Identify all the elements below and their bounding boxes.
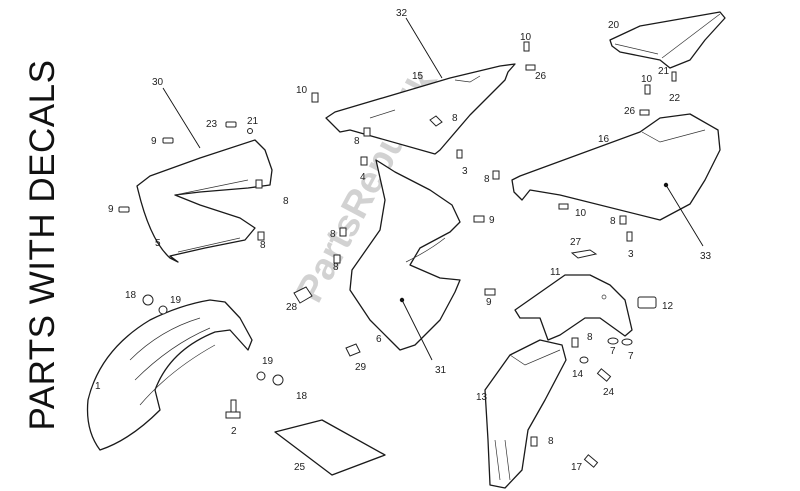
label-14: 14: [572, 369, 584, 380]
label-19: 19: [262, 356, 274, 367]
label-28: 28: [286, 302, 298, 313]
label-8: 8: [452, 113, 458, 124]
label-5: 5: [155, 238, 161, 249]
label-25: 25: [294, 462, 306, 473]
part-right-fairing[interactable]: [349, 159, 461, 351]
label-8: 8: [587, 332, 593, 343]
part-rubber-pad[interactable]: [293, 286, 313, 304]
label-31: 31: [435, 365, 447, 376]
label-33: 33: [700, 251, 712, 262]
label-8: 8: [333, 262, 339, 273]
label-8: 8: [354, 136, 360, 147]
label-8: 8: [330, 229, 336, 240]
part-decal-sheet[interactable]: [274, 419, 386, 476]
hardware-fasteners: [118, 41, 677, 468]
part-left-fairing[interactable]: [136, 139, 273, 263]
label-16: 16: [598, 134, 610, 145]
label-1: 1: [95, 381, 101, 392]
label-30: 30: [152, 77, 164, 88]
label-18: 18: [296, 391, 308, 402]
label-7: 7: [610, 346, 616, 357]
label-2: 2: [231, 426, 237, 437]
label-9: 9: [486, 297, 492, 308]
part-rear-mudguard[interactable]: [484, 339, 567, 489]
part-reflector[interactable]: [637, 296, 657, 309]
label-22: 22: [669, 93, 681, 104]
label-6: 6: [376, 334, 382, 345]
part-right-side-cover[interactable]: [511, 113, 721, 221]
part-left-side-cover[interactable]: [325, 63, 516, 155]
label-24: 24: [603, 387, 615, 398]
label-26: 26: [535, 71, 547, 82]
label-9: 9: [489, 215, 495, 226]
label-10: 10: [296, 85, 308, 96]
label-18: 18: [125, 290, 137, 301]
label-4: 4: [360, 172, 366, 183]
label-20: 20: [608, 20, 620, 31]
label-10: 10: [575, 208, 587, 219]
label-12: 12: [662, 301, 674, 312]
label-8: 8: [283, 196, 289, 207]
label-21: 21: [658, 66, 670, 77]
label-27: 27: [570, 237, 582, 248]
part-license-plate-holder[interactable]: [514, 274, 633, 341]
label-7: 7: [628, 351, 634, 362]
label-21: 21: [247, 116, 259, 127]
label-29: 29: [355, 362, 367, 373]
part-seat-cowl[interactable]: [609, 11, 726, 69]
part-labels: 30 9 23 21 8 9 5 8 32 10 15 10 26 8 8 4 …: [95, 8, 712, 473]
label-8: 8: [484, 174, 490, 185]
label-19: 19: [170, 295, 182, 306]
label-8: 8: [610, 216, 616, 227]
part-pad[interactable]: [570, 249, 598, 259]
part-clip-29[interactable]: [345, 343, 361, 357]
label-8: 8: [260, 240, 266, 251]
label-23: 23: [206, 119, 218, 130]
label-15: 15: [412, 71, 424, 82]
label-11: 11: [550, 267, 561, 278]
label-9: 9: [151, 136, 157, 147]
label-10: 10: [641, 74, 653, 85]
label-8: 8: [548, 436, 554, 447]
label-17: 17: [571, 462, 583, 473]
label-3: 3: [462, 166, 468, 177]
label-32: 32: [396, 8, 408, 19]
label-3: 3: [628, 249, 634, 260]
label-13: 13: [476, 392, 488, 403]
label-9: 9: [108, 204, 114, 215]
label-26: 26: [624, 106, 636, 117]
part-front-mudguard[interactable]: [86, 299, 253, 451]
label-10: 10: [520, 32, 532, 43]
